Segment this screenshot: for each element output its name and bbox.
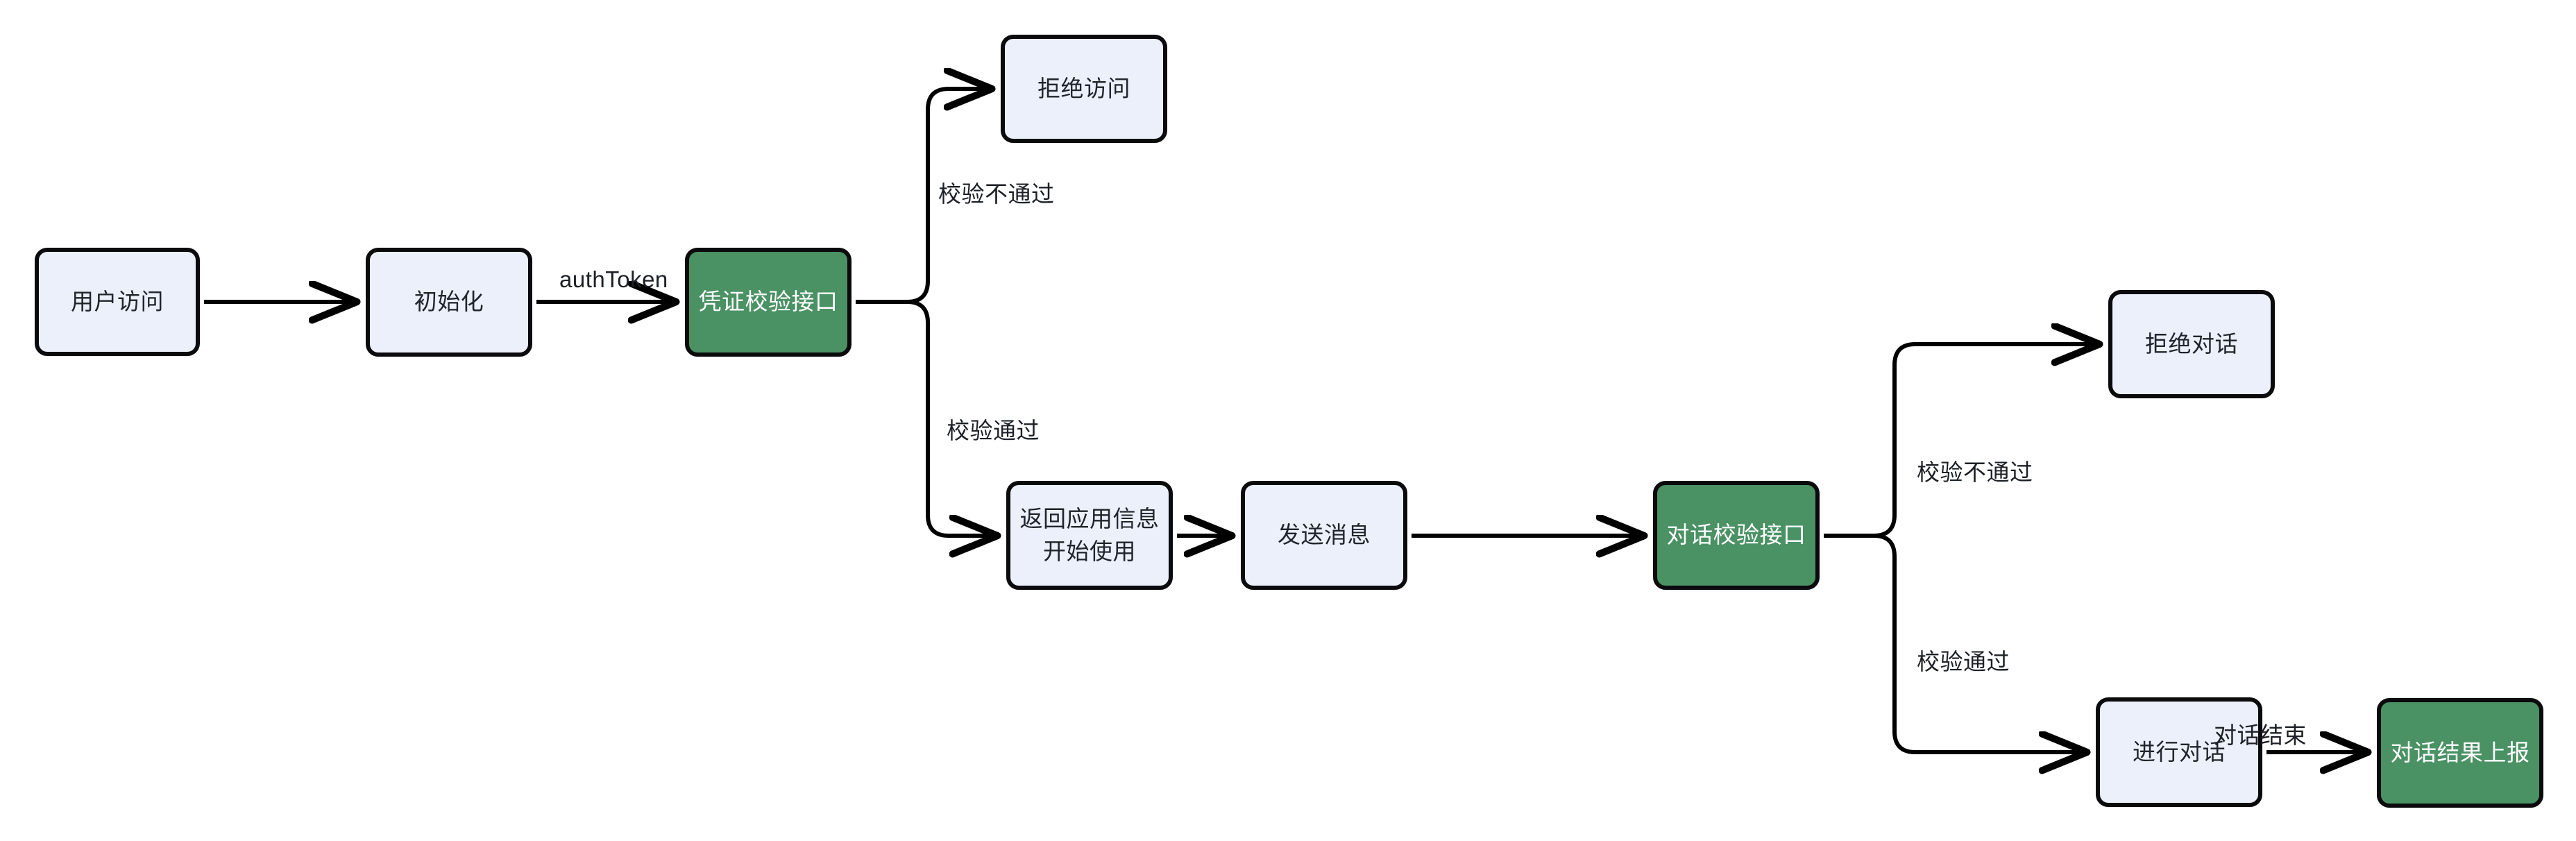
- node-label-chat_verify_api: 对话校验接口: [1666, 522, 1806, 548]
- node-report_result[interactable]: 对话结果上报: [2377, 698, 2543, 808]
- node-label-deny_chat: 拒绝对话: [2145, 330, 2238, 357]
- node-init[interactable]: 初始化: [366, 248, 532, 357]
- node-deny_access[interactable]: 拒绝访问: [1001, 35, 1167, 143]
- node-label-user_access: 用户访问: [71, 288, 164, 314]
- edge-label-init-to-cred_verify_api: authToken: [559, 266, 668, 292]
- edge-label-cred_verify_api-to-return_app_info: 校验通过: [947, 418, 1040, 443]
- node-label-cred_verify_api: 凭证校验接口: [698, 289, 838, 315]
- node-send_message[interactable]: 发送消息: [1241, 481, 1407, 590]
- node-label-do_chat: 进行对话: [2133, 738, 2226, 765]
- node-label-deny_access: 拒绝访问: [1037, 75, 1130, 101]
- node-label-init: 初始化: [414, 289, 484, 315]
- node-deny_chat[interactable]: 拒绝对话: [2108, 290, 2275, 398]
- edge-label-do_chat-to-report_result: 对话结束: [2214, 722, 2307, 748]
- node-return_app_info[interactable]: 返回应用信息 开始使用: [1006, 481, 1173, 590]
- node-label-report_result: 对话结果上报: [2390, 739, 2530, 765]
- node-user_access[interactable]: 用户访问: [35, 248, 200, 356]
- node-chat_verify_api[interactable]: 对话校验接口: [1653, 481, 1820, 590]
- edge-chat_verify_api-to-deny_chat: [1824, 344, 2098, 538]
- edge-label-cred_verify_api-to-deny_access: 校验不通过: [938, 181, 1055, 207]
- edge-label-chat_verify_api-to-do_chat: 校验通过: [1917, 649, 2010, 674]
- node-do_chat[interactable]: 进行对话: [2096, 697, 2262, 807]
- node-label-send_message: 发送消息: [1278, 522, 1371, 548]
- edge-label-chat_verify_api-to-deny_chat: 校验不通过: [1917, 459, 2033, 485]
- node-label-return_app_info: 返回应用信息 开始使用: [1019, 505, 1160, 564]
- node-cred_verify_api[interactable]: 凭证校验接口: [685, 248, 851, 357]
